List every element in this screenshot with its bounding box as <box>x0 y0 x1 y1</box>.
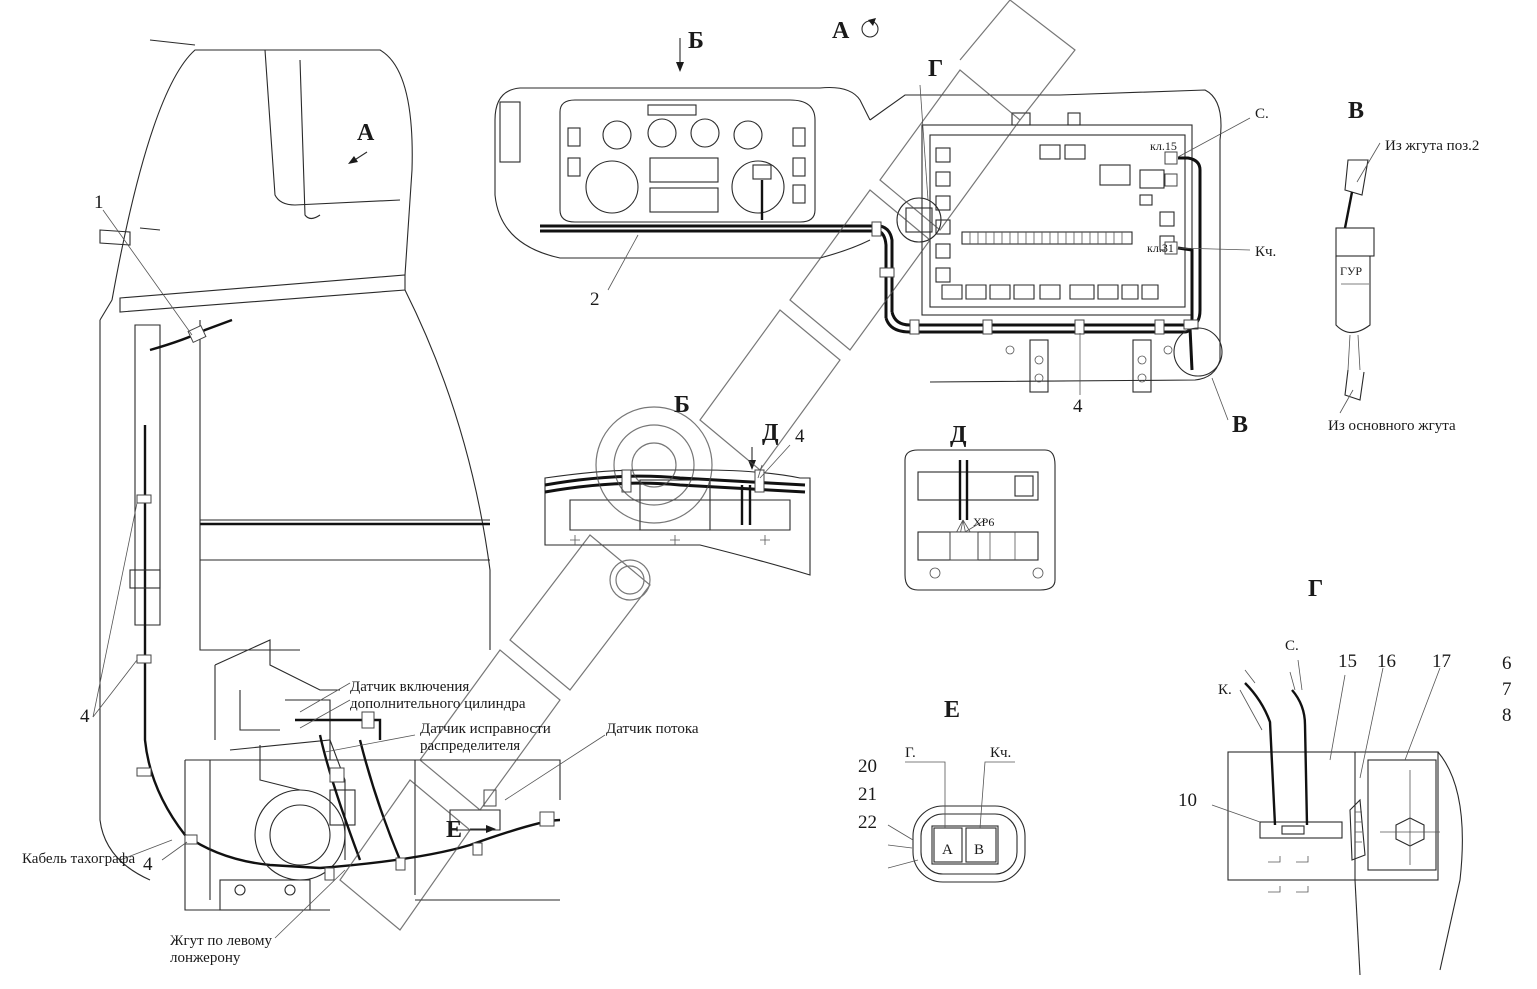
label-kl15: кл.15 <box>1150 139 1177 153</box>
label-sensor-cylinder-1: Датчик включения <box>350 679 469 695</box>
label-g-wire: Г. <box>905 745 916 761</box>
label-tacho-cable: Кабель тахографа <box>22 851 135 867</box>
position-7: 7 <box>1502 679 1512 700</box>
view-e-connector <box>887 761 1026 883</box>
position-16: 16 <box>1377 651 1396 672</box>
view-d-connector <box>904 449 1056 591</box>
view-v-title: В <box>1348 98 1364 124</box>
view-v-gur-connector <box>1335 142 1381 414</box>
view-d-arrow-label: Д <box>762 420 779 446</box>
view-a-label: А <box>357 120 375 146</box>
position-4-chassis: 4 <box>143 854 153 875</box>
label-kl31: кл.31 <box>1147 241 1174 255</box>
position-2: 2 <box>590 289 600 310</box>
dashboard-view <box>494 86 895 318</box>
label-sensor-cylinder-2: дополнительного цилиндра <box>350 696 526 712</box>
position-10: 10 <box>1178 790 1197 811</box>
label-from-main-harness: Из основного жгута <box>1328 418 1456 434</box>
label-gur: ГУР <box>1340 264 1362 278</box>
labels: А Б А Г В В Б Д Д Е Е Г 1 2 4 4 4 4 20 2… <box>22 18 1512 966</box>
label-frame-harness-1: Жгут по левому <box>170 933 273 949</box>
position-17: 17 <box>1432 651 1451 672</box>
label-from-harness-2: Из жгута поз.2 <box>1385 138 1479 154</box>
label-sensor-distributor-1: Датчик исправности <box>420 721 551 737</box>
position-15: 15 <box>1338 651 1357 672</box>
position-4-mid: 4 <box>795 426 805 447</box>
view-g-title: Г <box>1308 576 1323 602</box>
view-b-mid-title: Б <box>674 392 690 418</box>
chassis-view <box>184 639 561 911</box>
label-s: С. <box>1255 106 1269 122</box>
label-kch-wire: Кч. <box>990 745 1011 761</box>
leader-lines <box>92 84 1251 939</box>
watermark-logo <box>339 0 1076 931</box>
position-8: 8 <box>1502 705 1512 726</box>
fuse-box-view <box>869 89 1223 393</box>
position-4-panel: 4 <box>1073 396 1083 417</box>
position-1: 1 <box>94 192 104 213</box>
fuse-strip <box>961 231 1133 245</box>
position-21: 21 <box>858 784 877 805</box>
view-g-top-label: Г <box>928 56 943 82</box>
view-b-top-label: Б <box>688 28 704 54</box>
label-k-wire: К. <box>1218 682 1232 698</box>
label-sensor-flow: Датчик потока <box>606 721 699 737</box>
view-b-clamp <box>544 469 811 576</box>
position-20: 20 <box>858 756 877 777</box>
label-s-wire: С. <box>1285 638 1299 654</box>
view-v-callout: В <box>1232 412 1248 438</box>
label-xp6: ХР6 <box>973 515 994 529</box>
cab-side-view <box>99 39 491 881</box>
label-frame-harness-2: лонжерону <box>170 950 241 966</box>
label-sensor-distributor-2: распределителя <box>420 738 520 754</box>
position-22: 22 <box>858 812 877 833</box>
connector-pin-b: В <box>974 842 984 858</box>
position-4-cab: 4 <box>80 706 90 727</box>
view-d-title: Д <box>950 422 967 448</box>
label-kch: Кч. <box>1255 244 1276 260</box>
connector-pin-a: А <box>942 842 953 858</box>
view-a-rotated-label: А <box>832 18 850 44</box>
view-g-fuse-detail <box>1211 659 1463 976</box>
view-e-title: Е <box>944 697 960 723</box>
position-6: 6 <box>1502 653 1512 674</box>
view-e-arrow-label: Е <box>446 817 462 843</box>
view-arrows <box>348 18 879 833</box>
